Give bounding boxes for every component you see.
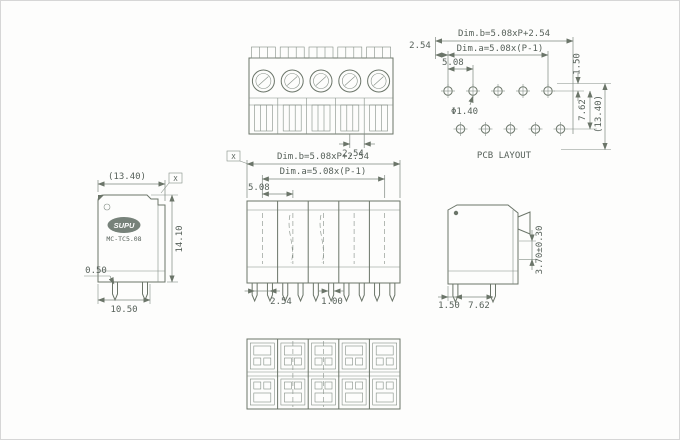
model-number: MC-TC5.08 bbox=[106, 235, 141, 243]
bottom-cell bbox=[372, 342, 398, 370]
bottom-cell bbox=[249, 378, 275, 406]
pcb-hole bbox=[528, 121, 543, 137]
solder-pin bbox=[112, 281, 118, 301]
dim-label-pin-inset: 1.50 bbox=[438, 301, 460, 311]
pcb-hole bbox=[465, 83, 481, 99]
solder-pin bbox=[374, 282, 381, 302]
solder-pin bbox=[312, 282, 319, 302]
brand-logo-badge bbox=[107, 217, 141, 233]
dim-label-pin-span: 7.62 bbox=[468, 301, 490, 311]
front-view: X Dim.b=5.08xP+2.54 Dim.a=5.08x(P-1) 5.0… bbox=[226, 150, 401, 307]
dim-label-front-pitch: 5.08 bbox=[248, 183, 270, 193]
side-view: (13.40) X SUPU MC-TC5.08 14.10 0.50 10.5… bbox=[84, 172, 185, 315]
bottom-cell bbox=[249, 342, 275, 370]
section-flag-box bbox=[226, 150, 241, 162]
solder-pin bbox=[452, 283, 459, 303]
dim-label-base-depth: 10.50 bbox=[110, 305, 137, 315]
terminal-pole bbox=[308, 46, 334, 132]
terminal-pole bbox=[279, 46, 305, 132]
pcb-layout-view: Dim.b=5.08xP+2.54 Dim.a=5.08x(P-1) 2.54 … bbox=[409, 29, 611, 161]
dim-label-row-spacing: 7.62 bbox=[578, 99, 588, 121]
housing-detail bbox=[453, 210, 459, 216]
section-flag-label: X bbox=[231, 153, 236, 161]
solder-pin bbox=[358, 282, 365, 302]
pcb-hole bbox=[440, 83, 456, 99]
dim-label-pcb-edge: 2.54 bbox=[409, 41, 431, 51]
dim-label-side-height: 14.10 bbox=[175, 225, 185, 252]
dim-label-pin-thickness: 0.50 bbox=[85, 266, 107, 276]
dim-label-front-b: Dim.b=5.08xP+2.54 bbox=[277, 152, 369, 162]
dim-label-hole-dia: Φ1.40 bbox=[451, 107, 478, 117]
bottom-view bbox=[246, 338, 401, 410]
dim-label-pin-offset: 2.54 bbox=[270, 297, 292, 307]
dim-label-side-depth: (13.40) bbox=[108, 172, 146, 182]
pcb-hole bbox=[540, 83, 556, 99]
dim-label-release-height: 3.70±0.30 bbox=[535, 226, 545, 275]
solder-pin bbox=[142, 281, 148, 301]
dim-label-edge-to-row: 1.50 bbox=[573, 53, 583, 75]
terminal-pole bbox=[250, 46, 276, 132]
dim-label-pin-width: 1.00 bbox=[321, 297, 343, 307]
section-flag-box bbox=[168, 172, 183, 184]
solder-pin bbox=[297, 282, 304, 302]
corner-chamfer bbox=[98, 195, 104, 201]
pcb-layout-caption: PCB LAYOUT bbox=[477, 151, 532, 161]
dim-label-top-offset: 2.54 bbox=[342, 149, 364, 159]
solder-pin bbox=[490, 283, 496, 303]
top-view: 2.54 bbox=[248, 46, 394, 159]
terminal-pole bbox=[337, 46, 363, 132]
dim-label-front-a: Dim.a=5.08x(P-1) bbox=[280, 167, 367, 177]
end-view: 3.70±0.30 1.50 7.62 bbox=[438, 204, 545, 311]
solder-pin bbox=[389, 282, 396, 302]
dim-label-pcb-a: Dim.a=5.08x(P-1) bbox=[457, 44, 544, 54]
brand-name: SUPU bbox=[114, 221, 135, 230]
section-flag-label: X bbox=[173, 175, 178, 183]
pcb-hole bbox=[515, 83, 531, 99]
dim-label-pcb-pitch: 5.08 bbox=[442, 58, 464, 68]
bottom-cell bbox=[341, 342, 367, 370]
pcb-hole bbox=[503, 121, 518, 137]
pcb-hole bbox=[553, 121, 568, 137]
terminal-pole bbox=[366, 46, 392, 132]
bottom-cell bbox=[372, 378, 398, 406]
solder-pin bbox=[251, 282, 258, 302]
dim-label-pcb-b: Dim.b=5.08xP+2.54 bbox=[458, 29, 550, 39]
solder-pin bbox=[343, 282, 350, 302]
pcb-hole bbox=[478, 121, 493, 137]
bottom-cell bbox=[341, 378, 367, 406]
pcb-hole bbox=[453, 121, 468, 137]
dim-label-pcb-overall: (13.40) bbox=[594, 95, 604, 133]
pcb-hole bbox=[490, 83, 506, 99]
